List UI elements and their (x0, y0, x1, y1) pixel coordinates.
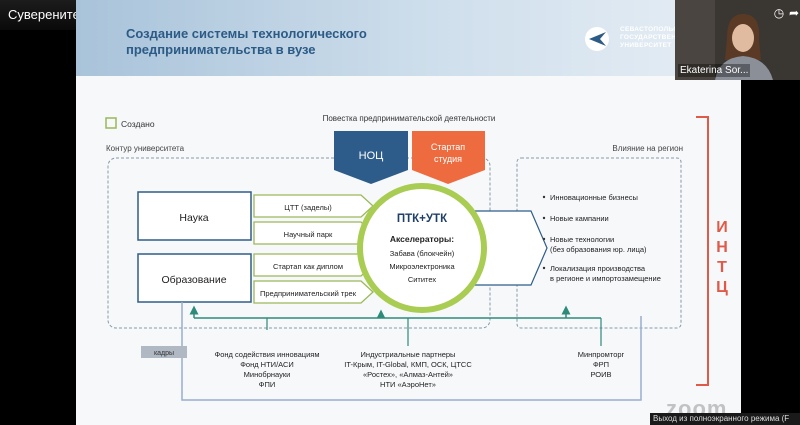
middle-box-2-label: Научный парк (284, 230, 333, 239)
fullscreen-exit-toast[interactable]: Выход из полноэкранного режима (F (650, 413, 800, 425)
partner-line-4: НТИ «АэроНет» (380, 380, 436, 389)
middle-box-1 (253, 194, 374, 218)
webcam-tile[interactable]: ◷ ➦ Ekaterina Sor... (675, 0, 800, 80)
region-item-1: Инновационные бизнесы (550, 193, 638, 202)
contour-university-label: Контур университета (106, 144, 185, 153)
region-item-3: Новые технологии (550, 235, 614, 244)
fund-line-4: ФПИ (259, 380, 275, 389)
region-bullet-2 (542, 216, 546, 220)
legend-created-label: Создано (121, 119, 155, 129)
partner-line-1: Индустриальные партнеры (361, 350, 456, 359)
region-item-4b: в регионе и импортозамещение (550, 274, 661, 283)
participant-name: Ekaterina Sor... (678, 64, 751, 77)
gov-line-2: ФРП (593, 360, 609, 369)
gov-line-1: Минпромторг (578, 350, 625, 359)
diagram: Создано Повестка предпринимательской дея… (105, 114, 728, 401)
share-icon[interactable]: ➦ (788, 6, 800, 20)
gov-line-3: РОИВ (590, 370, 611, 379)
cadres-label: кадры (154, 350, 174, 357)
legend-created-swatch (105, 117, 117, 129)
circle-item-3: Сититех (408, 275, 437, 284)
presentation-slide: Создание системы технологического предпр… (76, 0, 741, 425)
agenda-label: Повестка предпринимательской деятельност… (323, 114, 496, 123)
noc-label: НОЦ (359, 150, 384, 162)
participant-video (675, 0, 800, 80)
circle-title: ПТК+УТК (397, 213, 448, 225)
startup-studio-label-2: студия (434, 154, 462, 164)
middle-box-1-label: ЦТТ (заделы) (284, 203, 332, 212)
clock-icon[interactable]: ◷ (773, 6, 785, 20)
middle-box-4 (253, 280, 374, 304)
intc-letter-2: Н (716, 239, 728, 256)
partner-line-3: «Ростех», «Алмаз-Антей» (363, 370, 453, 379)
region-bullet-3 (542, 237, 546, 241)
region-contour (516, 157, 682, 329)
university-logo-icon (585, 27, 609, 51)
middle-box-3-label: Стартап как диплом (273, 262, 343, 271)
region-bullet-4 (542, 266, 546, 270)
intc-letter-1: И (716, 219, 728, 236)
intc-letter-3: Т (717, 259, 727, 276)
science-label: Наука (179, 212, 208, 224)
intc-bracket (696, 116, 709, 386)
influence-region-label: Влияние на регион (612, 144, 683, 153)
slide-title: Создание системы технологического предпр… (126, 26, 367, 57)
middle-box-4-label: Предпринимательский трек (260, 289, 357, 298)
region-bullet-1 (542, 195, 546, 199)
education-label: Образование (161, 274, 226, 286)
startup-studio-box (412, 131, 485, 184)
cadres-box (141, 346, 187, 358)
fund-line-3: Минобрнауки (244, 370, 291, 379)
intc-letter-4: Ц (716, 279, 728, 296)
ptk-circle (357, 183, 487, 313)
circle-item-2: Микроэлектроника (389, 262, 455, 271)
region-item-4: Локализация производства (550, 264, 646, 273)
partner-line-2: IT-Крым, IT-Global, КМП, ОСК, ЦТСС (344, 360, 472, 369)
region-item-3b: (без образования юр. лица) (550, 245, 647, 254)
fund-line-2: Фонд НТИ/АСИ (240, 360, 294, 369)
education-box (137, 253, 252, 303)
university-name: СЕВАСТОПОЛЬСКИЙ ГОСУДАРСТВЕННЫЙ УНИВЕРСИ… (620, 26, 693, 49)
slide-header: Создание системы технологического предпр… (76, 0, 741, 76)
region-item-2: Новые кампании (550, 214, 609, 223)
fund-line-1: Фонд содействия инновациям (215, 350, 320, 359)
circle-item-1: Забава (блокчейн) (390, 249, 455, 258)
startup-studio-label-1: Стартап (431, 142, 465, 152)
noc-box (334, 131, 408, 184)
science-box (137, 191, 252, 241)
circle-subtitle: Акселераторы: (390, 234, 454, 244)
